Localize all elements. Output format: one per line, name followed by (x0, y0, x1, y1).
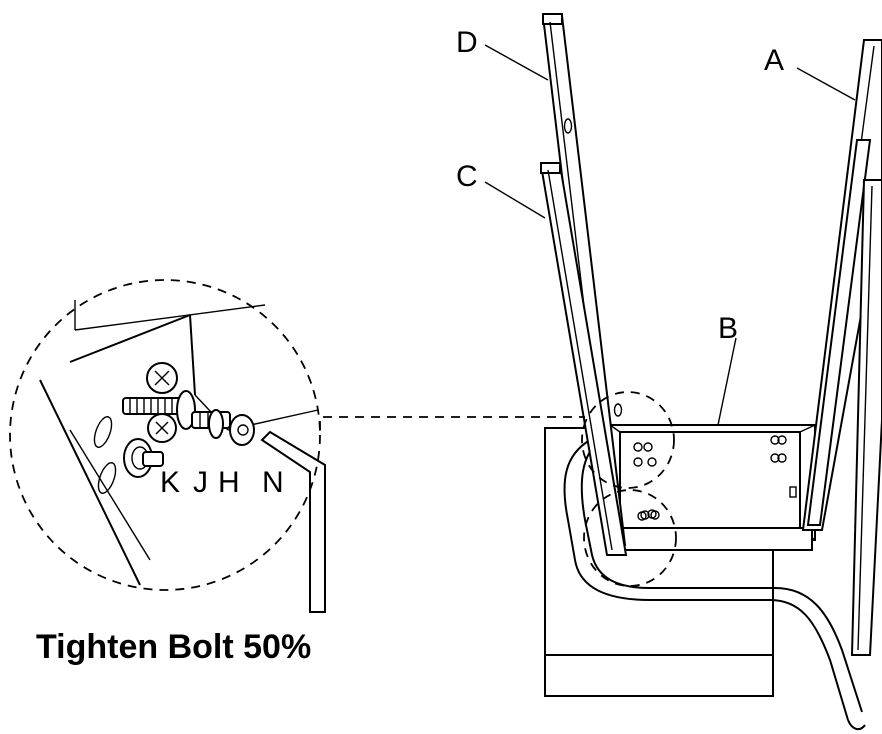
label-d: D (456, 26, 478, 59)
screw-head-lower (147, 413, 177, 443)
detail-circle-upper (581, 391, 675, 489)
corner-bolts-left (633, 442, 660, 520)
leg-rear-right (850, 179, 882, 656)
washer-k (176, 390, 196, 430)
detail-magnified (38, 300, 326, 613)
label-j: J (193, 466, 208, 499)
label-n: N (262, 466, 284, 499)
cap-nut-h (229, 414, 255, 446)
leader-a (796, 67, 856, 101)
bolt-assembly-upper (122, 390, 255, 446)
leg-a (801, 39, 882, 531)
leader-d (484, 44, 549, 81)
leader-b (717, 337, 737, 426)
label-b: B (718, 312, 738, 345)
label-h: H (218, 466, 240, 499)
bolt-assembly-lower (123, 438, 164, 478)
label-c: C (456, 160, 478, 193)
label-k: K (160, 466, 180, 499)
instruction-caption: Tighten Bolt 50% (36, 628, 311, 666)
detail-circle-lower (583, 489, 677, 587)
detail-circle-magnified (9, 279, 321, 591)
label-a: A (764, 44, 784, 77)
hex-key-n (260, 430, 326, 613)
detail-bolts-lower (637, 509, 657, 521)
washer-j (208, 409, 224, 439)
corner-bolts-right (770, 435, 797, 498)
seat-frame-b (609, 424, 816, 551)
leader-c (484, 181, 546, 219)
screw-head-upper (146, 362, 178, 394)
